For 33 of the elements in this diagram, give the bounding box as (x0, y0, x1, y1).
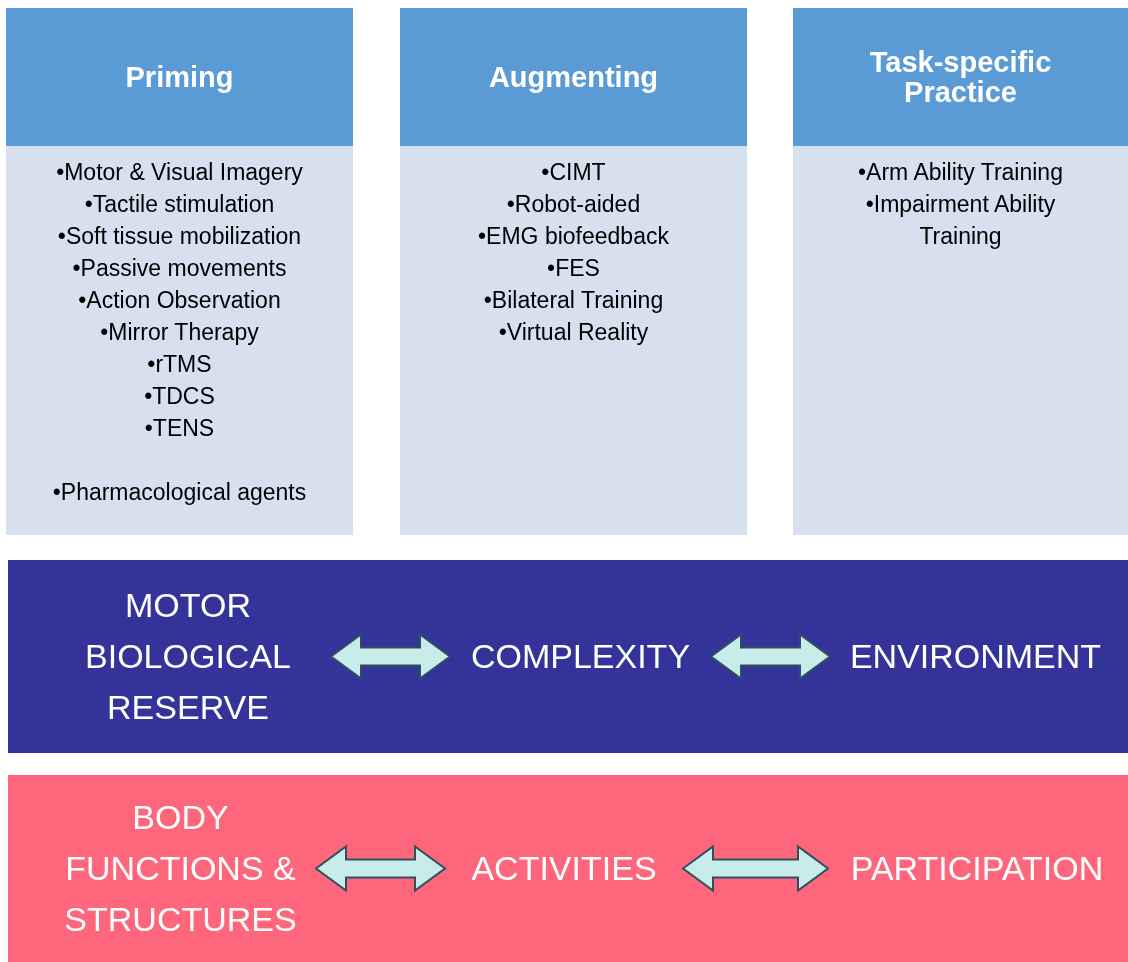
double-arrow (709, 632, 832, 681)
double-arrow (314, 844, 447, 893)
list-item: •Bilateral Training (482, 286, 665, 315)
concept-label: PARTICIPATION (850, 848, 1104, 889)
column-heading: Priming (6, 8, 353, 146)
column-heading: Task-specific Practice (793, 8, 1128, 146)
concept-label: MOTOR BIOLOGICAL RESERVE (84, 585, 292, 728)
list-item: •Arm Ability Training (857, 158, 1064, 187)
band-background (8, 775, 1128, 962)
list-item: •Mirror Therapy (99, 318, 260, 347)
list-item: •Tactile stimulation (83, 190, 276, 219)
list-item: •Robot-aided (505, 190, 642, 219)
list-item: •CIMT (540, 158, 607, 187)
list-item: •EMG biofeedback (477, 222, 670, 251)
concept-label: COMPLEXITY (470, 636, 691, 677)
list-item: •Action Observation (77, 286, 282, 315)
band-background (8, 560, 1128, 753)
list-item: •FES (546, 254, 601, 283)
double-arrow (681, 844, 830, 893)
list-item: •TENS (143, 414, 216, 443)
list-item: •Soft tissue mobilization (56, 222, 303, 251)
list-item: •Pharmacological agents (51, 478, 308, 507)
concept-label: ACTIVITIES (471, 848, 657, 889)
list-item: •Passive movements (71, 254, 288, 283)
list-item: •Motor & Visual Imagery (55, 158, 304, 187)
list-item: •Virtual Reality (497, 318, 650, 347)
column-heading: Augmenting (400, 8, 747, 146)
concept-label: ENVIRONMENT (849, 636, 1102, 677)
double-arrow (329, 632, 452, 681)
list-item: •Impairment Ability Training (864, 190, 1057, 251)
list-item: •rTMS (146, 350, 213, 379)
list-item: •TDCS (143, 382, 216, 411)
concept-label: BODY FUNCTIONS & STRUCTURES (63, 797, 298, 940)
